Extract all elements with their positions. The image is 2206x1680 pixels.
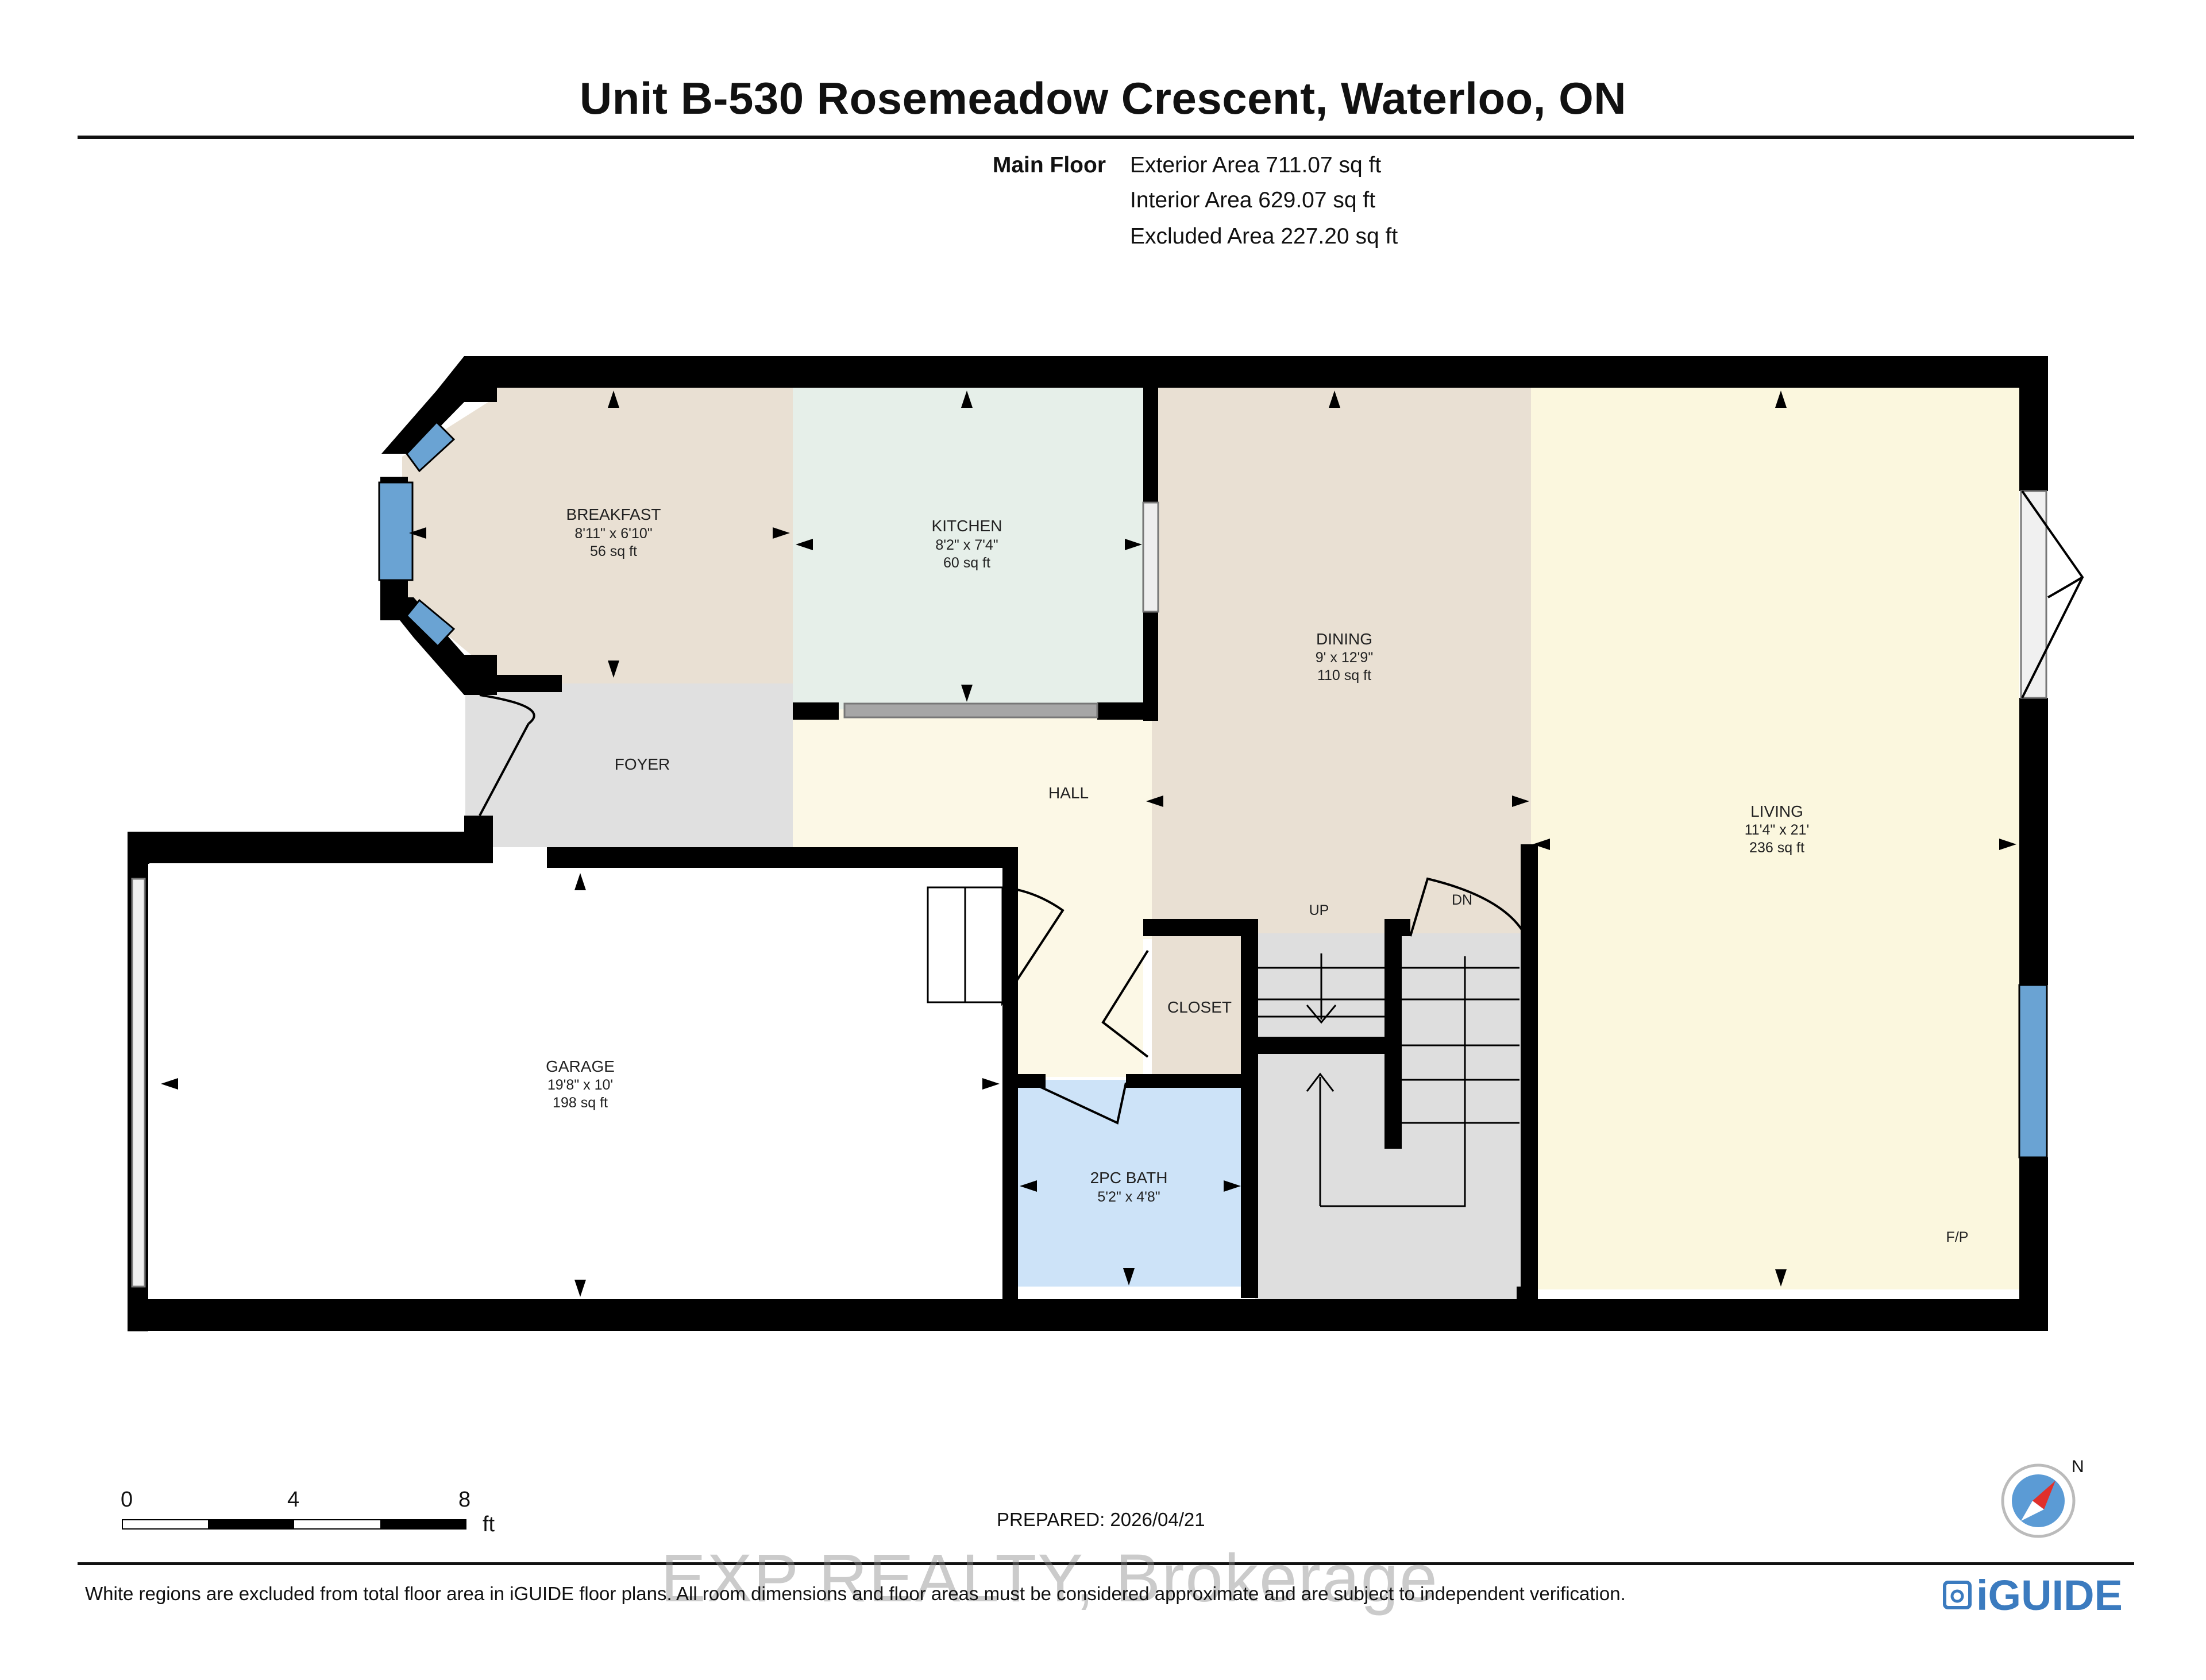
watermark: EXP REALTY, Brokerage [661, 1540, 1438, 1616]
floor-label: Main Floor [992, 153, 1106, 177]
garage-area: 198 sq ft [553, 1095, 608, 1111]
dimension-arrows [161, 391, 2016, 1297]
compass-icon: N [2001, 1457, 2084, 1538]
brand-name: iGUIDE [1976, 1571, 2123, 1619]
kitchen-room [793, 388, 1152, 709]
hall-label: HALL [1048, 784, 1089, 802]
foyer-room [465, 683, 793, 847]
staircase [1258, 953, 1519, 1207]
prepared-date: PREPARED: 2026/04/21 [997, 1509, 1205, 1530]
foyer-label: FOYER [615, 755, 670, 773]
breakfast-dims: 8'11" x 6'10" [574, 526, 652, 542]
dining-label: DINING [1316, 630, 1372, 648]
page-title: Unit B-530 Rosemeadow Crescent, Waterloo… [579, 73, 1627, 123]
windows [378, 420, 2048, 1158]
breakfast-room [402, 388, 793, 683]
garage-steps [927, 886, 1004, 1003]
scale-bar [122, 1519, 466, 1530]
dining-room [1152, 388, 1531, 939]
stairs-up-label: UP [1309, 902, 1329, 918]
breakfast-area: 56 sq ft [590, 543, 637, 559]
scale-unit: ft [483, 1512, 495, 1536]
bath-room [1017, 1080, 1244, 1287]
disclaimer: White regions are excluded from total fl… [85, 1583, 1626, 1604]
compass-north-label: N [2072, 1457, 2084, 1476]
dining-dims: 9' x 12'9" [1316, 650, 1373, 666]
doors [479, 490, 2084, 1125]
brand-logo: iGUIDE [1976, 1571, 2123, 1620]
hall-room [793, 709, 1152, 1077]
footer-divider [78, 1562, 2134, 1565]
living-label: LIVING [1750, 802, 1803, 820]
stairs-down-label: DN [1452, 892, 1472, 908]
walls [128, 356, 2048, 1331]
living-room [1531, 388, 2019, 1289]
scale-tick-4: 4 [287, 1488, 300, 1512]
dining-area: 110 sq ft [1317, 667, 1371, 683]
living-area: 236 sq ft [1749, 840, 1804, 856]
bath-dims: 5'2" x 4'8" [1097, 1189, 1160, 1205]
exterior-area: Exterior Area 711.07 sq ft [1130, 153, 1382, 177]
fireplace-label: F/P [1946, 1229, 1969, 1245]
excluded-area: Excluded Area 227.20 sq ft [1130, 224, 1398, 249]
interior-area: Interior Area 629.07 sq ft [1130, 188, 1376, 213]
kitchen-area: 60 sq ft [943, 555, 990, 571]
kitchen-dims: 8'2" x 7'4" [935, 537, 998, 553]
scale-tick-8: 8 [458, 1488, 471, 1512]
bath-label: 2PC BATH [1090, 1169, 1168, 1187]
garage-label: GARAGE [546, 1057, 615, 1075]
header-divider [78, 136, 2134, 139]
garage-dims: 19'8" x 10' [547, 1077, 613, 1093]
openings [131, 490, 2047, 1288]
breakfast-label: BREAKFAST [566, 505, 661, 523]
closet-room [1152, 930, 1244, 1080]
living-dims: 11'4" x 21' [1745, 822, 1809, 838]
closet-label: CLOSET [1167, 998, 1232, 1016]
iguide-logo-icon [1943, 1581, 1972, 1609]
scale-tick-0: 0 [121, 1488, 133, 1512]
kitchen-label: KITCHEN [932, 517, 1002, 535]
